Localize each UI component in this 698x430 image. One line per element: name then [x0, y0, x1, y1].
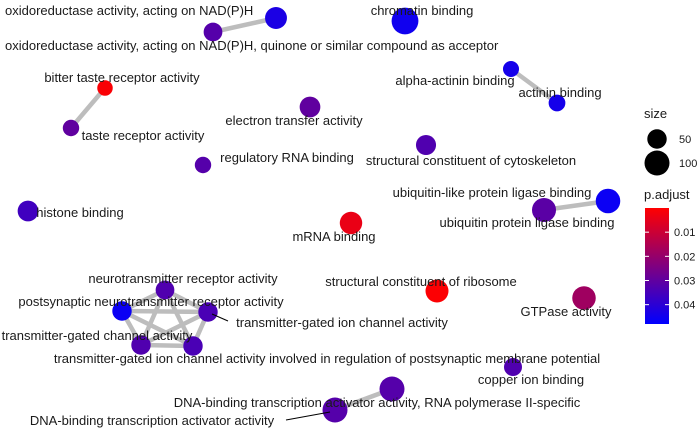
size-legend-label: 50	[679, 134, 691, 146]
node-label: transmitter-gated channel activity	[2, 328, 193, 343]
label-leader-line	[285, 411, 331, 421]
node-label: ubiquitin-like protein ligase binding	[393, 185, 592, 200]
network-edge	[508, 66, 560, 106]
network-edge	[138, 287, 168, 348]
network-node	[97, 80, 113, 96]
node-label: mRNA binding	[292, 229, 375, 244]
network-node	[299, 96, 321, 118]
network-node	[131, 335, 151, 355]
network-node	[17, 200, 39, 222]
network-edge	[119, 308, 196, 349]
node-label: transmitter-gated ion channel activity i…	[54, 351, 600, 366]
network-node	[531, 197, 557, 223]
node-label: copper ion binding	[478, 372, 584, 387]
node-label: taste receptor activity	[82, 128, 205, 143]
network-edge	[162, 287, 196, 349]
node-label: oxidoreductase activity, acting on NAD(P…	[5, 38, 499, 53]
node-label: transmitter-gated ion channel activity	[236, 315, 448, 330]
network-node	[391, 7, 419, 35]
node-label: histone binding	[36, 205, 123, 220]
size-legend-key	[644, 150, 670, 176]
network-node	[265, 7, 287, 29]
size-legend-title: size	[644, 106, 667, 121]
network-edge	[138, 309, 211, 348]
color-legend-title: p.adjust	[644, 187, 690, 202]
color-legend-tick-label: 0.03	[674, 276, 695, 288]
node-label: structural constituent of cytoskeleton	[366, 153, 576, 168]
network-node	[62, 119, 80, 137]
network-node	[112, 301, 132, 321]
color-legend-tick-label: 0.04	[674, 300, 695, 312]
color-legend-bar	[645, 208, 669, 324]
node-label: GTPase activity	[520, 304, 612, 319]
node-label: postsynaptic neurotransmitter receptor a…	[18, 294, 284, 309]
node-label: alpha-actinin binding	[395, 73, 514, 88]
node-label: DNA-binding transcription activator acti…	[174, 395, 581, 410]
node-label: structural constituent of ribosome	[325, 274, 516, 289]
legend: size 50 100 p.adjust 0.01 0.02 0.03 0.04	[644, 106, 697, 324]
nodes-layer	[17, 7, 621, 423]
network-edge	[119, 308, 211, 315]
network-edge	[68, 85, 108, 131]
network-node	[415, 134, 437, 156]
network-node	[548, 94, 566, 112]
node-label: chromatin binding	[371, 3, 474, 18]
network-node	[322, 397, 348, 423]
size-legend-key	[647, 129, 667, 149]
node-label: ubiquitin protein ligase binding	[440, 215, 615, 230]
network-node	[194, 156, 212, 174]
network-node	[198, 302, 218, 322]
label-leader-line	[211, 313, 229, 322]
network-node	[379, 376, 405, 402]
node-label: regulatory RNA binding	[220, 150, 354, 165]
network-node	[203, 22, 223, 42]
color-legend-tick-label: 0.02	[674, 251, 695, 263]
network-node	[183, 336, 203, 356]
node-label: neurotransmitter receptor activity	[88, 271, 278, 286]
network-node	[425, 279, 449, 303]
network-node	[503, 357, 523, 377]
node-label: DNA-binding transcription activator acti…	[30, 413, 275, 428]
color-legend-tick-label: 0.01	[674, 227, 695, 239]
network-node	[572, 286, 596, 310]
labels-layer: oxidoreductase activity, acting on NAD(P…	[2, 3, 615, 428]
network-node	[595, 188, 621, 214]
node-label: electron transfer activity	[225, 113, 363, 128]
node-label: actinin binding	[518, 85, 601, 100]
network-node	[155, 280, 175, 300]
network-node	[339, 211, 363, 235]
node-label: oxidoreductase activity, acting on NAD(P…	[5, 3, 253, 18]
size-legend-label: 100	[679, 158, 697, 170]
node-label: bitter taste receptor activity	[44, 70, 200, 85]
network-node	[502, 60, 520, 78]
